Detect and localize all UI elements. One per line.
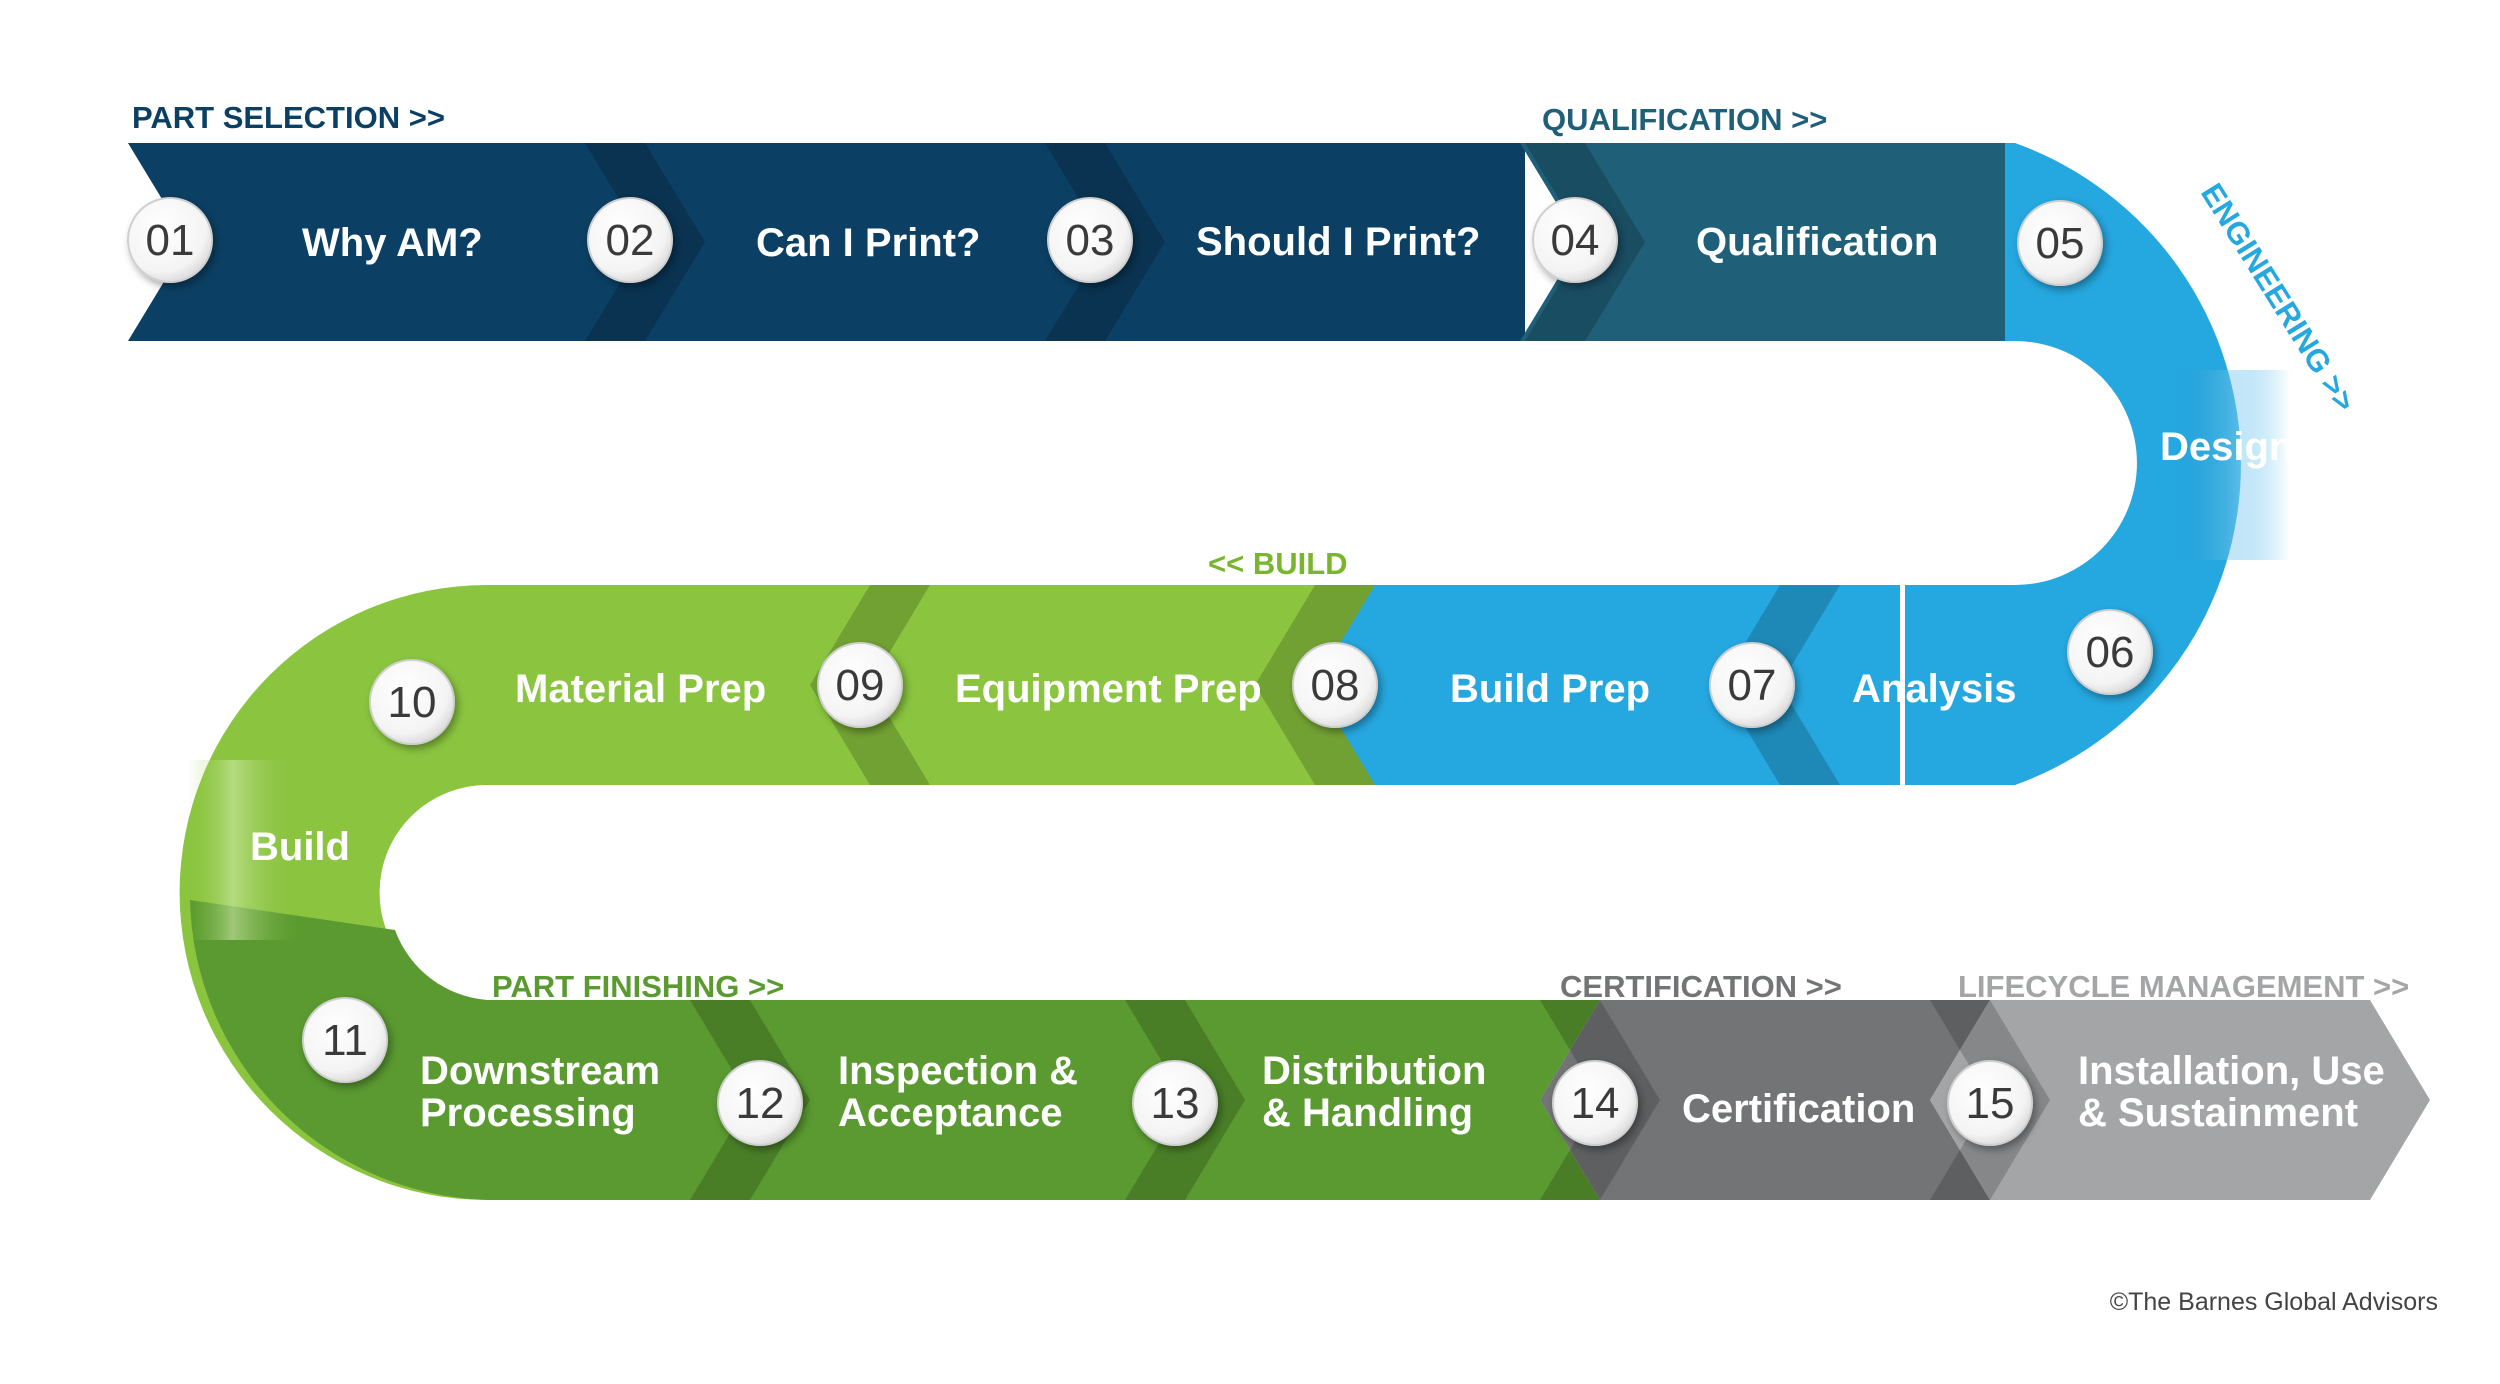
step-label-15-line2: & Sustainment xyxy=(2078,1091,2358,1135)
step-circle xyxy=(369,659,455,745)
step-number: 02 xyxy=(606,216,655,265)
step-number: 08 xyxy=(1311,661,1360,710)
step-label-01: Why AM? xyxy=(302,221,483,265)
step-circle xyxy=(2017,200,2103,286)
step-marker-13: 13 xyxy=(1132,1060,1218,1146)
phase-label-lifecycle: LIFECYCLE MANAGEMENT >> xyxy=(1958,969,2409,1004)
step-circle xyxy=(2067,609,2153,695)
step-number: 11 xyxy=(322,1016,368,1065)
step-circle xyxy=(717,1060,803,1146)
step-circle xyxy=(1552,1060,1638,1146)
phase-label-part-selection: PART SELECTION >> xyxy=(132,100,445,135)
band-part-selection xyxy=(128,143,1525,341)
steps-layer: 01 Why AM? 02 Can I Print? 03 Should I Print?… xyxy=(127,197,2385,1146)
step-number: 12 xyxy=(736,1079,785,1128)
band-part-finishing xyxy=(555,1000,1600,1200)
phase-label-certification: CERTIFICATION >> xyxy=(1560,969,1842,1004)
build-highlight xyxy=(188,760,300,940)
step-label-03: Should I Print? xyxy=(1196,220,1480,264)
curve-label-build: Build xyxy=(250,825,350,869)
band-build-prep xyxy=(1310,585,1900,785)
step-circle xyxy=(1047,197,1133,283)
step-number: 10 xyxy=(388,678,437,727)
step-circle xyxy=(1709,642,1795,728)
step-circle xyxy=(127,197,213,283)
step-circle xyxy=(302,997,388,1083)
step-marker-04: 04 xyxy=(1532,197,1618,283)
step-label-15-line1: Installation, Use xyxy=(2078,1049,2385,1093)
step-label-13-line1: Distribution xyxy=(1262,1049,1486,1093)
step-circle xyxy=(1532,197,1618,283)
step-label-02: Can I Print? xyxy=(756,221,980,265)
step-label-10: Material Prep xyxy=(515,667,766,711)
step-label-14: Certification xyxy=(1682,1087,1915,1131)
step-marker-01: 01 xyxy=(127,197,213,283)
step-marker-10: 10 xyxy=(369,659,455,745)
step-marker-09: 09 xyxy=(817,642,903,728)
step-label-07: Analysis xyxy=(1852,667,2017,711)
step-marker-12: 12 xyxy=(717,1060,803,1146)
band-certification xyxy=(1540,1000,1990,1200)
step-marker-03: 03 xyxy=(1047,197,1133,283)
band-build-green xyxy=(500,585,1375,785)
step-label-11-line1: Downstream xyxy=(420,1049,660,1093)
band-lifecycle xyxy=(1930,1000,2430,1200)
step-number: 07 xyxy=(1728,661,1777,710)
step-marker-11: 11 xyxy=(302,997,388,1083)
step-marker-07: 07 xyxy=(1709,642,1795,728)
step-label-11-line2: Processing xyxy=(420,1091,636,1135)
step-label-12-line1: Inspection & xyxy=(838,1049,1078,1093)
step-marker-14: 14 xyxy=(1552,1060,1638,1146)
step-number: 13 xyxy=(1151,1079,1200,1128)
band-engineering-curve xyxy=(1905,143,2241,785)
step-number: 14 xyxy=(1571,1079,1620,1128)
step-circle xyxy=(1292,642,1378,728)
step-marker-08: 08 xyxy=(1292,642,1378,728)
step-circle xyxy=(817,642,903,728)
phase-label-build: << BUILD xyxy=(1208,546,1348,581)
step-marker-02: 02 xyxy=(587,197,673,283)
step-marker-05: 05 xyxy=(2017,200,2103,286)
step-number: 06 xyxy=(2086,628,2135,677)
phase-label-part-finishing: PART FINISHING >> xyxy=(492,969,784,1004)
copyright-notice: ©The Barnes Global Advisors xyxy=(2109,1288,2438,1316)
step-marker-06: 06 xyxy=(2067,609,2153,695)
band-qualification xyxy=(1520,143,2010,341)
step-number: 05 xyxy=(2036,219,2085,268)
step-label-13-line2: & Handling xyxy=(1262,1091,1473,1135)
step-number: 04 xyxy=(1551,216,1600,265)
design-highlight xyxy=(2175,370,2290,560)
step-label-12-line2: Acceptance xyxy=(838,1091,1063,1135)
step-circle xyxy=(1132,1060,1218,1146)
step-marker-15: 15 xyxy=(1947,1060,2033,1146)
phase-label-qualification: QUALIFICATION >> xyxy=(1542,102,1827,137)
curve-label-design: Design xyxy=(2160,425,2293,469)
step-circle xyxy=(587,197,673,283)
step-label-04: Qualification xyxy=(1696,220,1938,264)
step-number: 03 xyxy=(1066,216,1115,265)
step-circle xyxy=(1947,1060,2033,1146)
step-label-09: Equipment Prep xyxy=(955,667,1262,711)
step-label-08: Build Prep xyxy=(1450,667,1650,711)
step-number: 15 xyxy=(1966,1079,2015,1128)
step-number: 09 xyxy=(836,661,885,710)
step-number: 01 xyxy=(146,216,195,265)
